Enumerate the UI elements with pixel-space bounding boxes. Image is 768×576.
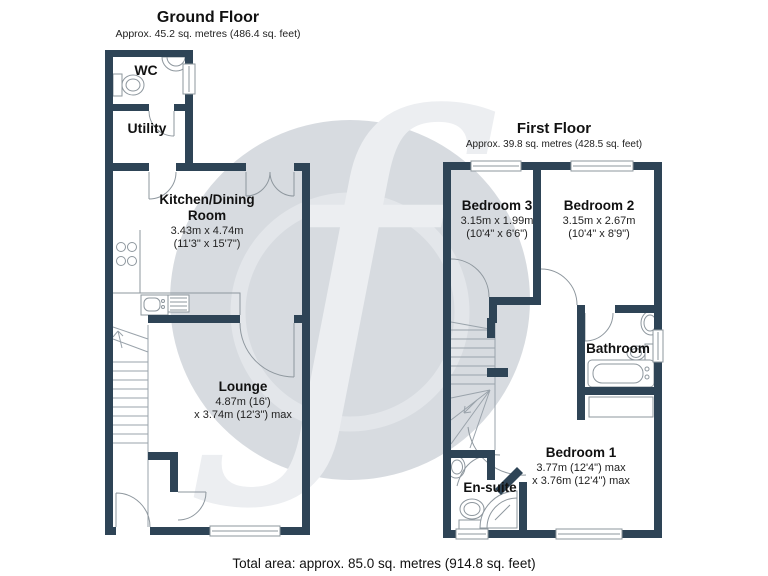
utility-door-arc	[148, 171, 177, 200]
first-floor-title: First Floor	[517, 120, 591, 137]
bathroom-door-arc	[584, 312, 614, 342]
wc-door-arc	[148, 110, 175, 137]
front-door-arc	[115, 492, 151, 528]
first-floor-windows	[455, 160, 664, 540]
kitchen-label-line1: Kitchen/Dining	[159, 192, 254, 207]
ground-door-arcs	[115, 110, 295, 528]
bedroom3-label: Bedroom 3	[462, 198, 533, 213]
bedroom3-dim-imperial: (10'4" x 6'6")	[466, 228, 528, 240]
stairs-direction-arrow	[463, 399, 478, 414]
bedroom2-dim-metric: 3.15m x 2.67m	[563, 215, 636, 227]
wc-label: WC	[134, 62, 157, 78]
french-door-right-arc	[269, 171, 295, 197]
bedroom1-label: Bedroom 1	[546, 445, 617, 460]
wardrobe	[588, 396, 654, 418]
ground-windows	[182, 63, 281, 537]
kitchen-sink-icon	[140, 294, 190, 316]
french-door-left-arc	[245, 171, 271, 197]
bedroom3-dim-metric: 3.15m x 1.99m	[461, 215, 534, 227]
lounge-dim-line2: x 3.74m (12'3") max	[194, 409, 292, 421]
bedroom2-label: Bedroom 2	[564, 198, 635, 213]
ground-stairs	[112, 325, 149, 527]
bedroom1-dim-line2: x 3.76m (12'4") max	[532, 475, 630, 487]
bedroom1-window	[555, 528, 623, 540]
kitchen-counter	[113, 230, 241, 315]
bathroom-label: Bathroom	[586, 341, 650, 356]
kitchen-hob-icon	[116, 242, 137, 266]
kitchen-dim-imperial: (11'3" x 15'7")	[174, 238, 241, 250]
kitchen-dim-metric: 3.43m x 4.74m	[171, 225, 244, 237]
watermark-ring	[230, 192, 470, 432]
total-area-text: Total area: approx. 85.0 sq. metres (914…	[232, 556, 535, 571]
kitchen-label-line2: Room	[188, 208, 226, 223]
ensuite-window	[455, 528, 489, 540]
wc-toilet-icon	[112, 73, 145, 97]
first-floor-stairs	[450, 318, 496, 450]
lounge-window	[209, 525, 281, 537]
ground-floor-plan: Ground Floor Approx. 45.2 sq. metres (48…	[105, 9, 310, 537]
shower-icon	[479, 490, 518, 529]
lounge-label: Lounge	[219, 379, 268, 394]
kitchen-lounge-door-arc	[239, 322, 295, 378]
first-floor-subtitle: Approx. 39.8 sq. metres (428.5 sq. feet)	[466, 139, 642, 150]
bedroom2-door-arc	[540, 268, 578, 306]
ground-floor-title: Ground Floor	[157, 9, 259, 26]
hall-door-arc	[177, 491, 207, 521]
utility-label: Utility	[128, 120, 167, 136]
bedroom1-dim-line1: 3.77m (12'4") max	[536, 462, 626, 474]
bathtub-icon	[587, 359, 655, 388]
ground-floor-subtitle: Approx. 45.2 sq. metres (486.4 sq. feet)	[115, 28, 300, 40]
bedroom3-window	[470, 160, 522, 172]
bathroom-window	[652, 329, 664, 363]
lounge-dim-line1: 4.87m (16')	[215, 396, 270, 408]
bedroom3-door-arc	[450, 258, 490, 298]
stairs-direction-arrow	[112, 330, 124, 349]
wc-window	[182, 63, 196, 95]
first-floor-plan: First Floor Approx. 39.8 sq. metres (428…	[443, 120, 664, 540]
bedroom2-dim-imperial: (10'4" x 8'9")	[568, 228, 630, 240]
bedroom2-window	[570, 160, 634, 172]
ensuite-label: En-suite	[463, 480, 517, 495]
corner-door-jamb	[495, 467, 523, 495]
